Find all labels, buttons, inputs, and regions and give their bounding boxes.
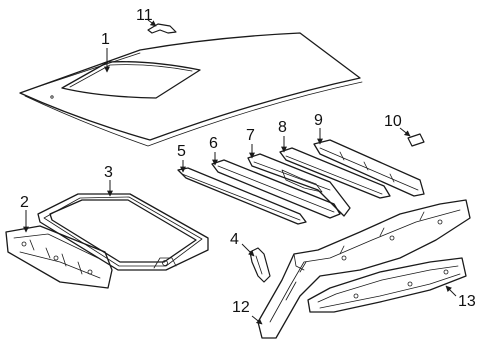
roof-bow-9 [313,139,425,197]
roof-bow-7 [247,153,351,217]
roof-panel [19,32,363,147]
callout-10: 10 [384,113,402,130]
callout-9: 9 [314,112,323,129]
small-bracket [407,133,425,147]
leader-10 [399,127,411,137]
gusset [249,247,271,283]
callout-1: 1 [101,31,110,48]
callout-8: 8 [278,119,287,136]
roof-bow-5 [177,167,307,225]
callout-6: 6 [209,135,218,152]
callout-2: 2 [20,194,29,211]
callout-3: 3 [104,164,113,181]
leader-12 [251,315,263,325]
leader-13 [445,285,457,297]
callout-5: 5 [177,143,186,160]
front-header-panel [5,225,113,289]
callout-7: 7 [246,127,255,144]
callout-11: 11 [136,7,153,24]
callout-12: 12 [232,299,250,316]
callout-4: 4 [230,231,239,248]
roof-bow-8 [279,147,391,199]
roof-clip [147,23,177,34]
sunroof-reinforcement-frame [37,193,209,271]
leader-lines [23,19,457,325]
rear-side-rail [307,257,467,313]
roof-bow-6 [211,159,341,219]
callout-labels: 1 2 3 4 5 6 7 8 9 10 11 12 13 [20,7,476,316]
leader-4 [241,243,255,257]
leader-11 [147,19,157,27]
callout-13: 13 [458,293,476,310]
roof-side-rail [257,199,471,339]
